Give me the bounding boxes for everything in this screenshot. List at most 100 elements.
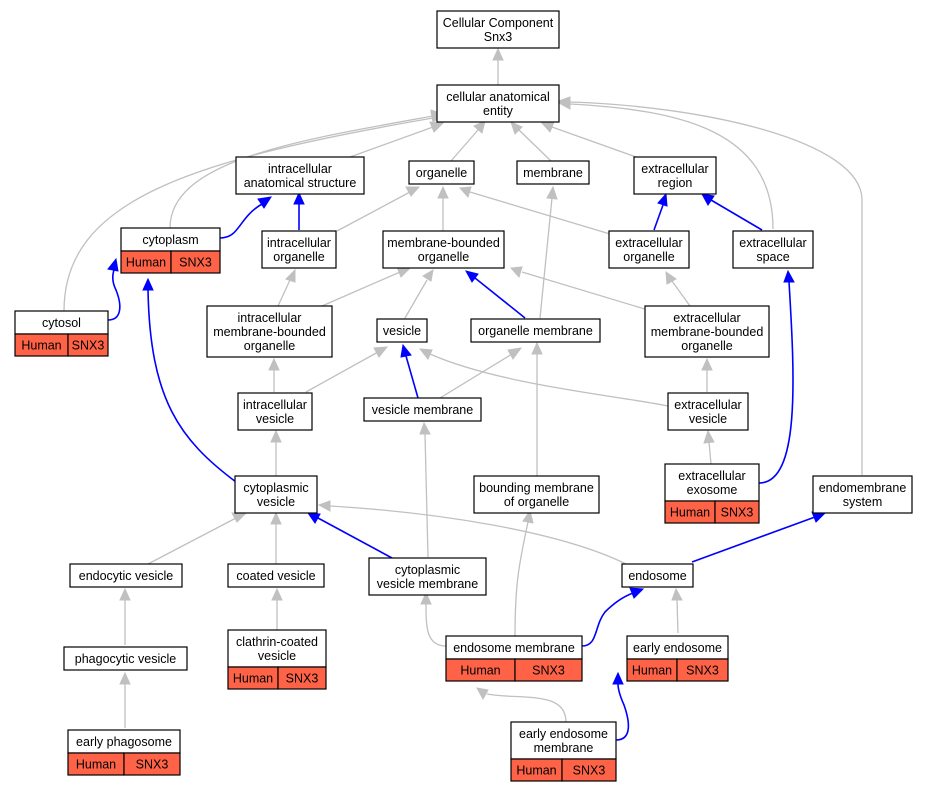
annotation-species: Human bbox=[670, 506, 710, 520]
edge-embo-mbo bbox=[509, 266, 649, 311]
annotation-gene-cell bbox=[67, 333, 109, 357]
node-box bbox=[664, 463, 760, 502]
edge-eo-organelle bbox=[458, 186, 611, 235]
node-label: vesicle membrane bbox=[372, 403, 473, 417]
edge-eo-er bbox=[653, 192, 668, 231]
edge-ev-vesicle bbox=[418, 348, 669, 407]
node-label: cellular anatomical bbox=[446, 90, 550, 104]
edge-om-mbo bbox=[465, 270, 526, 319]
annotation-gene: SNX3 bbox=[286, 672, 319, 686]
node-label: endomembrane bbox=[819, 481, 907, 495]
edge-vesicle-mbo bbox=[404, 269, 434, 319]
annotation-gene-cell bbox=[277, 666, 327, 690]
node-box bbox=[633, 156, 717, 195]
node-label: phagocytic vesicle bbox=[75, 652, 176, 666]
node-label: intracellular bbox=[238, 311, 302, 325]
node-label: intracellular bbox=[267, 236, 331, 250]
node-label: organelle bbox=[418, 250, 469, 264]
node-label: endosome bbox=[628, 569, 686, 583]
node-label: vesicle membrane bbox=[377, 577, 478, 591]
node-box bbox=[376, 318, 428, 343]
node-label: vesicle bbox=[383, 324, 421, 338]
edge-imbo-mbo bbox=[321, 266, 412, 307]
annotation-gene-cell bbox=[123, 752, 181, 776]
node-label: Cellular Component bbox=[443, 16, 554, 30]
node-label: exosome bbox=[687, 483, 738, 497]
edge-cae-root bbox=[492, 47, 504, 85]
edge-endm-endosome bbox=[581, 587, 645, 647]
node-phagv[interactable]: phagocytic vesicle bbox=[63, 646, 188, 671]
edge-vm-om bbox=[439, 347, 523, 399]
node-box bbox=[63, 646, 188, 671]
node-box bbox=[436, 84, 560, 123]
node-label: coated vesicle bbox=[236, 569, 315, 583]
node-label: early endosome bbox=[633, 641, 722, 655]
node-label: entity bbox=[483, 104, 514, 118]
node-membrane[interactable]: membrane bbox=[516, 160, 590, 185]
node-coatv[interactable]: coated vesicle bbox=[227, 563, 325, 588]
edge-phagv-endv bbox=[119, 587, 131, 645]
node-box bbox=[812, 475, 913, 514]
node-label: vesicle bbox=[258, 649, 296, 663]
node-label: vesicle bbox=[256, 412, 294, 426]
node-box bbox=[732, 230, 814, 269]
node-vm[interactable]: vesicle membrane bbox=[363, 397, 482, 422]
node-label: vesicle bbox=[689, 412, 727, 426]
node-organelle[interactable]: organelle bbox=[408, 160, 475, 185]
node-label: cytoplasm bbox=[142, 233, 198, 247]
annotation-gene-cell bbox=[561, 758, 617, 782]
node-endv[interactable]: endocytic vesicle bbox=[69, 563, 183, 588]
node-label: endosome membrane bbox=[453, 641, 575, 655]
node-label: clathrin-coated bbox=[236, 635, 318, 649]
node-vesicle[interactable]: vesicle bbox=[376, 318, 428, 343]
edge-endm-cvm bbox=[420, 591, 447, 647]
node-label: organelle bbox=[623, 250, 674, 264]
node-box bbox=[261, 230, 337, 269]
edge-iv-imbo bbox=[268, 357, 280, 392]
edge-ccv-coatv bbox=[271, 587, 283, 630]
node-label: endocytic vesicle bbox=[79, 569, 174, 583]
node-label: organelle bbox=[681, 339, 732, 353]
node-label: membrane-bounded bbox=[651, 325, 764, 339]
node-label: extracellular bbox=[641, 162, 708, 176]
node-endosome[interactable]: endosome bbox=[621, 563, 694, 588]
node-box bbox=[234, 475, 318, 514]
node-box bbox=[644, 305, 770, 358]
annotation-species: Human bbox=[21, 339, 61, 353]
edge-endm-bmo bbox=[514, 509, 534, 637]
node-box bbox=[667, 392, 749, 431]
annotation-gene-cell bbox=[514, 658, 583, 682]
edge-endosome-cv bbox=[317, 500, 631, 567]
node-box bbox=[237, 392, 313, 431]
node-om[interactable]: organelle membrane bbox=[470, 318, 601, 343]
node-box bbox=[363, 397, 482, 422]
edge-cv-cytoplasm bbox=[142, 277, 237, 483]
edge-ephago-phagv bbox=[119, 671, 131, 728]
